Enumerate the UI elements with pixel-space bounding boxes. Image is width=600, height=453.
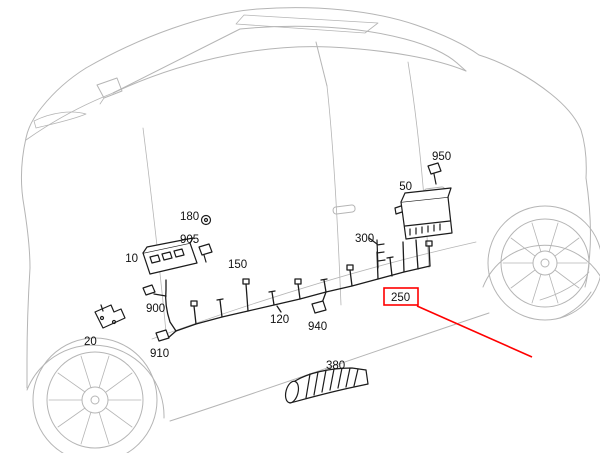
part-label-180[interactable]: 180	[180, 211, 199, 223]
pointer-line	[416, 305, 533, 358]
highlight-annotation	[383, 287, 533, 358]
part-label-940[interactable]: 940	[308, 321, 327, 333]
highlight-box	[383, 287, 419, 306]
part-label-10[interactable]: 10	[125, 253, 138, 265]
car-outline-drawing	[21, 7, 600, 453]
part-labels: 10 20 50 120 150 180 250 300 380 900 905…	[84, 151, 451, 372]
part-label-250[interactable]: 250	[391, 292, 410, 304]
side-mirror	[96, 77, 123, 99]
fuse-box-icon	[142, 237, 198, 275]
headlight	[33, 111, 87, 129]
clip-940-icon	[311, 300, 327, 314]
part-label-910[interactable]: 910	[150, 348, 169, 360]
clip-905-icon	[198, 243, 213, 263]
door-handle-front	[332, 204, 356, 215]
part-label-380[interactable]: 380	[326, 360, 345, 372]
part-label-20[interactable]: 20	[84, 336, 97, 348]
grommet-180-icon	[200, 214, 212, 226]
clip-900-icon	[142, 284, 156, 296]
component-icons	[94, 162, 453, 404]
part-label-150[interactable]: 150	[228, 259, 247, 271]
bracket-20-icon	[94, 304, 126, 329]
control-unit-icon	[394, 187, 453, 240]
front-wheel-drawing	[32, 337, 158, 453]
clip-950-icon	[427, 162, 442, 185]
wiring-harness-drawing	[153, 239, 433, 339]
part-label-900[interactable]: 900	[146, 303, 165, 315]
air-duct-icon	[284, 367, 369, 404]
part-label-950[interactable]: 950	[432, 151, 451, 163]
part-label-905[interactable]: 905	[180, 234, 199, 246]
rear-wheel-drawing	[487, 205, 600, 321]
clip-910-icon	[155, 329, 170, 342]
part-label-300[interactable]: 300	[355, 233, 374, 245]
part-label-120[interactable]: 120	[270, 314, 289, 326]
connector-bracket-icon	[368, 237, 386, 269]
part-label-50[interactable]: 50	[399, 181, 412, 193]
